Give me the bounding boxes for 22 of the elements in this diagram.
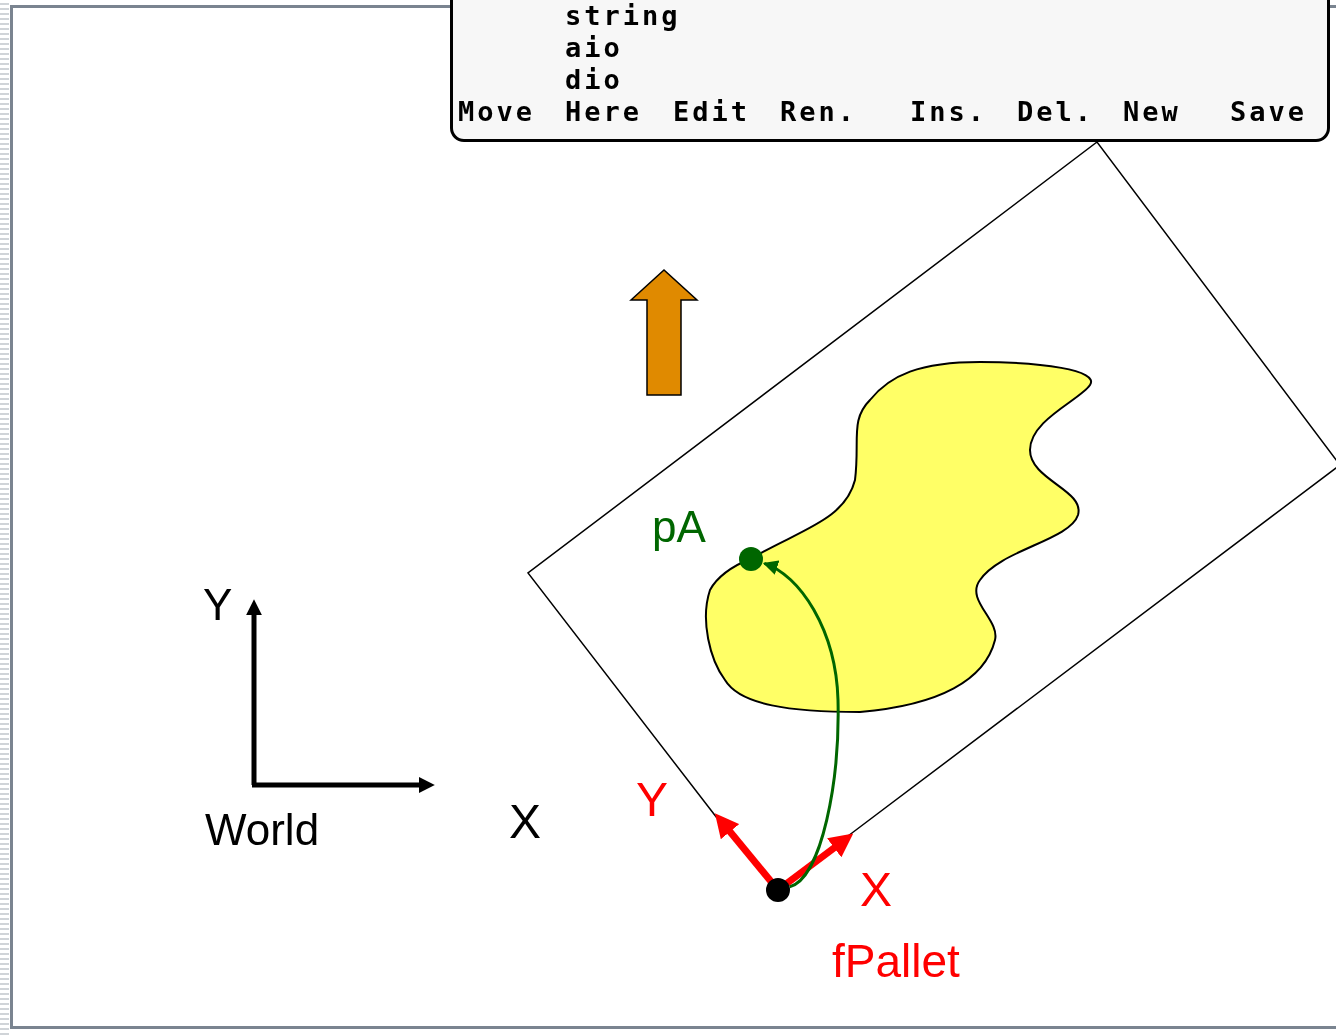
softkey-label: Here [565, 97, 643, 127]
menu-item: string [565, 1, 681, 31]
axis-label: X [509, 798, 541, 846]
menu-panel [450, 0, 1330, 142]
origin-point [766, 878, 790, 902]
softkey-label: Ren. [780, 97, 858, 127]
point-label: fPallet [832, 938, 960, 984]
menu-item: aio [565, 33, 623, 63]
point-label: pA [652, 505, 706, 549]
target-point [739, 547, 763, 571]
softkey-label: Edit [673, 97, 751, 127]
menu-item: dio [565, 65, 623, 95]
frame-label: World [205, 808, 320, 852]
axis-label: Y [636, 776, 668, 824]
axis-label: Y [203, 583, 233, 627]
softkey-label: Move [458, 97, 536, 127]
axis-label: X [860, 866, 892, 914]
softkey-label: New [1123, 97, 1181, 127]
softkey-label: Save [1230, 97, 1308, 127]
softkey-label: Ins. [910, 97, 988, 127]
softkey-label: Del. [1017, 97, 1095, 127]
arrow [762, 561, 840, 889]
